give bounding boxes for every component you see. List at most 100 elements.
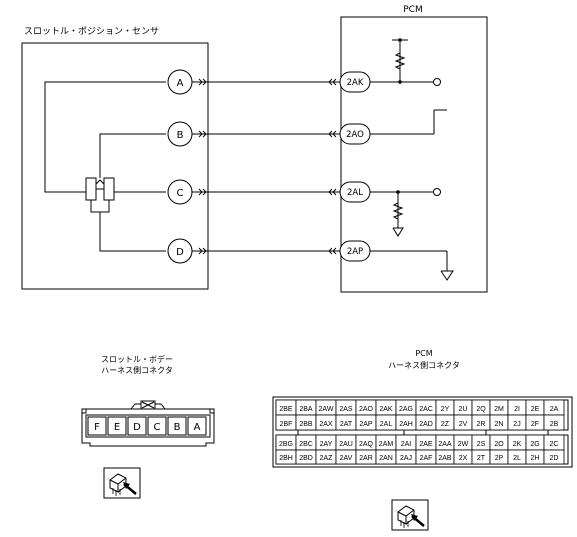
pcm-terminal-label: 2N — [495, 421, 504, 428]
pcm-terminal-label: 2Q — [476, 406, 486, 413]
harness-view-icon-pcm — [391, 499, 429, 531]
pcm-terminal-label: 2Z — [441, 421, 450, 428]
pcm-terminal-label: 2C — [550, 441, 559, 448]
pcm-pin-2AL: 2AL — [339, 181, 371, 203]
sensor-title: スロットル・ポジション・センサ — [24, 26, 159, 37]
pcm-terminal-label: 2AS — [339, 406, 353, 413]
sensor-box — [21, 42, 209, 290]
pcm-terminal-label: 2AL — [380, 421, 393, 428]
pcm-terminal-label: 2T — [477, 455, 486, 462]
pcm-terminal-label: 2L — [513, 455, 521, 462]
pcm-terminal-label: 2AG — [399, 406, 413, 413]
pcm-terminal-label: 2K — [513, 441, 522, 448]
pcm-terminal-label: 2R — [477, 421, 486, 428]
sensor-pin-D-label: D — [176, 247, 184, 258]
pcm-terminal-label: 2AO — [359, 406, 374, 413]
pcm-terminal-label: 2AY — [320, 441, 333, 448]
pcm-terminal-label: 2U — [459, 406, 468, 413]
pcm-internal-circuits — [370, 39, 454, 281]
pcm-terminal-label: 2AA — [438, 441, 452, 448]
pcm-terminal-label: 2G — [530, 441, 539, 448]
pcm-pin-2AK: 2AK — [339, 71, 371, 93]
throttle-connector-title-line1: スロットル・ボデー — [101, 354, 173, 364]
pcm-terminal-label: 2Y — [441, 406, 450, 413]
pcm-terminal-label: 2AU — [339, 441, 353, 448]
throttle-pin-A: A — [194, 422, 201, 433]
pcm-connector-title-line1: PCM — [415, 349, 432, 358]
pcm-terminal-label: 2W — [458, 441, 469, 448]
pcm-pin-2AP: 2AP — [339, 240, 371, 262]
pcm-pin-2AO: 2AO — [339, 123, 371, 145]
pcm-terminal-cell — [543, 449, 565, 465]
pcm-terminal-label: 2AD — [419, 421, 433, 428]
pcm-terminal-label: 2BF — [280, 421, 293, 428]
throttle-connector-title-line2: ハーネス側コネクタ — [101, 365, 173, 375]
pcm-connector-title-line2: ハーネス側コネクタ — [388, 360, 460, 370]
sensor-pin-D: D — [167, 238, 193, 264]
pcm-box — [340, 16, 488, 293]
pcm-terminal-label: 2AX — [319, 421, 333, 428]
harness-wires — [192, 81, 342, 252]
harness-view-icon — [103, 467, 141, 499]
pcm-terminal-cell — [543, 414, 565, 431]
pcm-terminal-label: 2AR — [359, 455, 373, 462]
sensor-pin-C-label: C — [177, 188, 184, 199]
throttle-pin-D: D — [133, 422, 141, 433]
pcm-terminal-label: 2AI — [401, 441, 412, 448]
pcm-terminal-label: 2BE — [279, 406, 293, 413]
pcm-terminal-label: 2X — [459, 455, 468, 462]
throttle-pin-B: B — [174, 422, 181, 433]
pcm-terminal-label: 2H — [531, 455, 540, 462]
throttle-connector-pins: F E D C B A — [87, 416, 207, 436]
pcm-terminal-label: 2BG — [279, 441, 293, 448]
pcm-terminal-label: 2V — [459, 421, 468, 428]
pcm-terminal-label: 2BB — [299, 421, 313, 428]
sensor-pin-C: C — [167, 179, 193, 205]
pcm-terminal-label: 2AC — [419, 406, 433, 413]
pcm-terminal-label: 2S — [477, 441, 486, 448]
throttle-pin-F: F — [94, 422, 100, 433]
sensor-pin-A-label: A — [177, 78, 184, 89]
sensor-pin-A: A — [167, 69, 193, 95]
pcm-terminal-label: 2AT — [340, 421, 353, 428]
pcm-terminal-label: 2D — [550, 455, 559, 462]
sensor-internal-wiring — [44, 81, 166, 252]
pcm-terminal-label: 2AM — [379, 441, 394, 448]
pcm-pin-2AL-label: 2AL — [347, 188, 363, 198]
pcm-terminal-label: 2AQ — [359, 441, 374, 448]
pcm-terminal-label: 2AE — [419, 441, 433, 448]
pcm-terminal-label: 2F — [531, 421, 539, 428]
junction-dots — [396, 38, 402, 194]
pcm-terminal-label: 2AW — [319, 406, 334, 413]
pcm-terminal-label: 2BD — [299, 455, 313, 462]
pcm-terminal-label: 2B — [550, 421, 559, 428]
throttle-connector-face — [81, 400, 215, 447]
pcm-terminal-label: 2AB — [438, 455, 452, 462]
pcm-terminal-label: 2E — [531, 406, 540, 413]
connector-chevrons — [198, 78, 337, 255]
sensor-pin-B-label: B — [177, 130, 184, 141]
pcm-terminal-label: 2A — [550, 406, 559, 413]
pcm-terminal-label: 2BC — [299, 441, 313, 448]
pcm-terminal-label: 2AH — [399, 421, 413, 428]
throttle-pin-C: C — [154, 422, 161, 433]
pcm-terminal-label: 2AP — [359, 421, 373, 428]
pcm-terminal-label: 2AV — [340, 455, 353, 462]
pcm-pin-2AK-label: 2AK — [347, 78, 364, 88]
pcm-terminal-label: 2AJ — [400, 455, 412, 462]
pcm-terminal-label: 2AN — [379, 455, 393, 462]
pcm-terminal-label: 2I — [514, 406, 520, 413]
pcm-terminal-label: 2O — [494, 441, 504, 448]
pcm-terminal-label: 2BA — [299, 406, 313, 413]
pcm-terminal-label: 2M — [494, 406, 504, 413]
pcm-terminal-label: 2P — [495, 455, 504, 462]
pcm-terminal-label: 2AZ — [320, 455, 334, 462]
pcm-terminal-label: 2BH — [279, 455, 293, 462]
throttle-pin-E: E — [114, 422, 120, 433]
sensor-pin-B: B — [167, 121, 193, 147]
pcm-terminal-label: 2AF — [420, 455, 433, 462]
pcm-pin-2AP-label: 2AP — [347, 247, 363, 257]
pcm-pin-2AO-label: 2AO — [346, 130, 364, 140]
